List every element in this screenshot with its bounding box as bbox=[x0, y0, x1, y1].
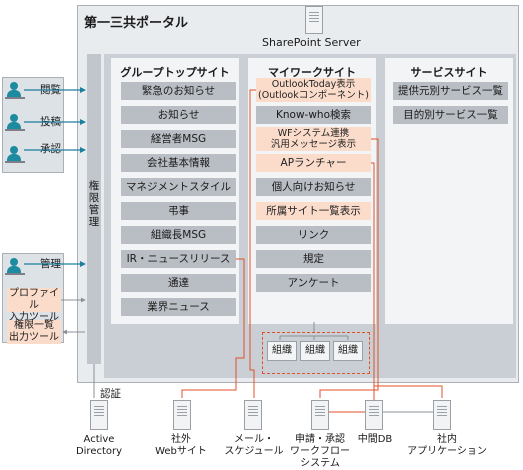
service-item: 提供元別サービス一覧 bbox=[393, 82, 508, 100]
system-label-intermediate-db: 中間DB bbox=[357, 434, 393, 445]
system-label-workflow: 申請・承認 ワークフロー システム bbox=[290, 434, 350, 469]
server-icon bbox=[90, 400, 108, 430]
mywork-item: アンケート bbox=[256, 274, 371, 292]
user-icon bbox=[5, 82, 25, 99]
server-icon bbox=[173, 400, 191, 430]
role-label-approve: 承認 bbox=[40, 143, 61, 155]
system-label-internal-app: 社内 アプリケーション bbox=[407, 434, 487, 457]
mywork-item: 個人向けお知らせ bbox=[256, 178, 371, 196]
group-item: 通達 bbox=[121, 274, 236, 292]
organization-group-box: 組織 組織 組織 bbox=[262, 332, 370, 374]
service-item: 目的別サービス一覧 bbox=[393, 106, 508, 124]
server-icon bbox=[311, 400, 329, 430]
group-item: 経営者MSG bbox=[121, 130, 236, 148]
mywork-item: リンク bbox=[256, 226, 371, 244]
authority-label: 権限管理 bbox=[88, 180, 100, 228]
organization-box: 組織 bbox=[300, 341, 330, 361]
user-icon bbox=[5, 146, 25, 163]
mywork-item: APランチャー bbox=[256, 154, 371, 172]
organization-box: 組織 bbox=[333, 341, 363, 361]
organization-box: 組織 bbox=[267, 341, 297, 361]
authority-bar bbox=[87, 54, 101, 364]
server-icon bbox=[365, 400, 383, 430]
system-label-mail-schedule: メール・ スケジュール bbox=[224, 434, 284, 457]
group-item: 緊急のお知らせ bbox=[121, 82, 236, 100]
mywork-item: OutlookToday表示 (Outlookコンポーネント) bbox=[256, 78, 371, 102]
permission-list-output-tool: 権限一覧 出力ツール bbox=[7, 320, 61, 344]
server-label: SharePoint Server bbox=[262, 36, 361, 49]
profile-input-tool: プロファイル 入力ツール bbox=[7, 288, 61, 323]
group-item: IR・ニュースリリース bbox=[121, 250, 236, 268]
group-item: 業界ニュース bbox=[121, 298, 236, 316]
system-label-external-web: 社外 Webサイト bbox=[155, 434, 207, 457]
server-icon bbox=[305, 6, 323, 34]
server-icon bbox=[433, 400, 451, 430]
mywork-item: Know-who検索 bbox=[256, 106, 371, 124]
service-site-title: サービスサイト bbox=[410, 66, 488, 79]
system-label-active-directory: Active Directory bbox=[75, 434, 123, 457]
group-item: お知らせ bbox=[121, 106, 236, 124]
portal-title: 第一三共ポータル bbox=[84, 16, 189, 31]
mywork-site-title: マイワークサイト bbox=[268, 66, 356, 79]
authentication-label: 認証 bbox=[100, 388, 121, 400]
group-top-site-title: グループトップサイト bbox=[120, 66, 230, 79]
server-icon bbox=[244, 400, 262, 430]
mywork-item: 所属サイト一覧表示 bbox=[256, 202, 371, 220]
group-item: 弔事 bbox=[121, 202, 236, 220]
group-item: 組織長MSG bbox=[121, 226, 236, 244]
user-icon bbox=[5, 114, 25, 131]
user-icon bbox=[5, 258, 25, 275]
mywork-item: 規定 bbox=[256, 250, 371, 268]
group-item: マネジメントスタイル bbox=[121, 178, 236, 196]
group-item: 会社基本情報 bbox=[121, 154, 236, 172]
mywork-item: WFシステム連携 汎用メッセージ表示 bbox=[256, 127, 371, 151]
service-site-column: サービスサイト bbox=[385, 58, 513, 324]
